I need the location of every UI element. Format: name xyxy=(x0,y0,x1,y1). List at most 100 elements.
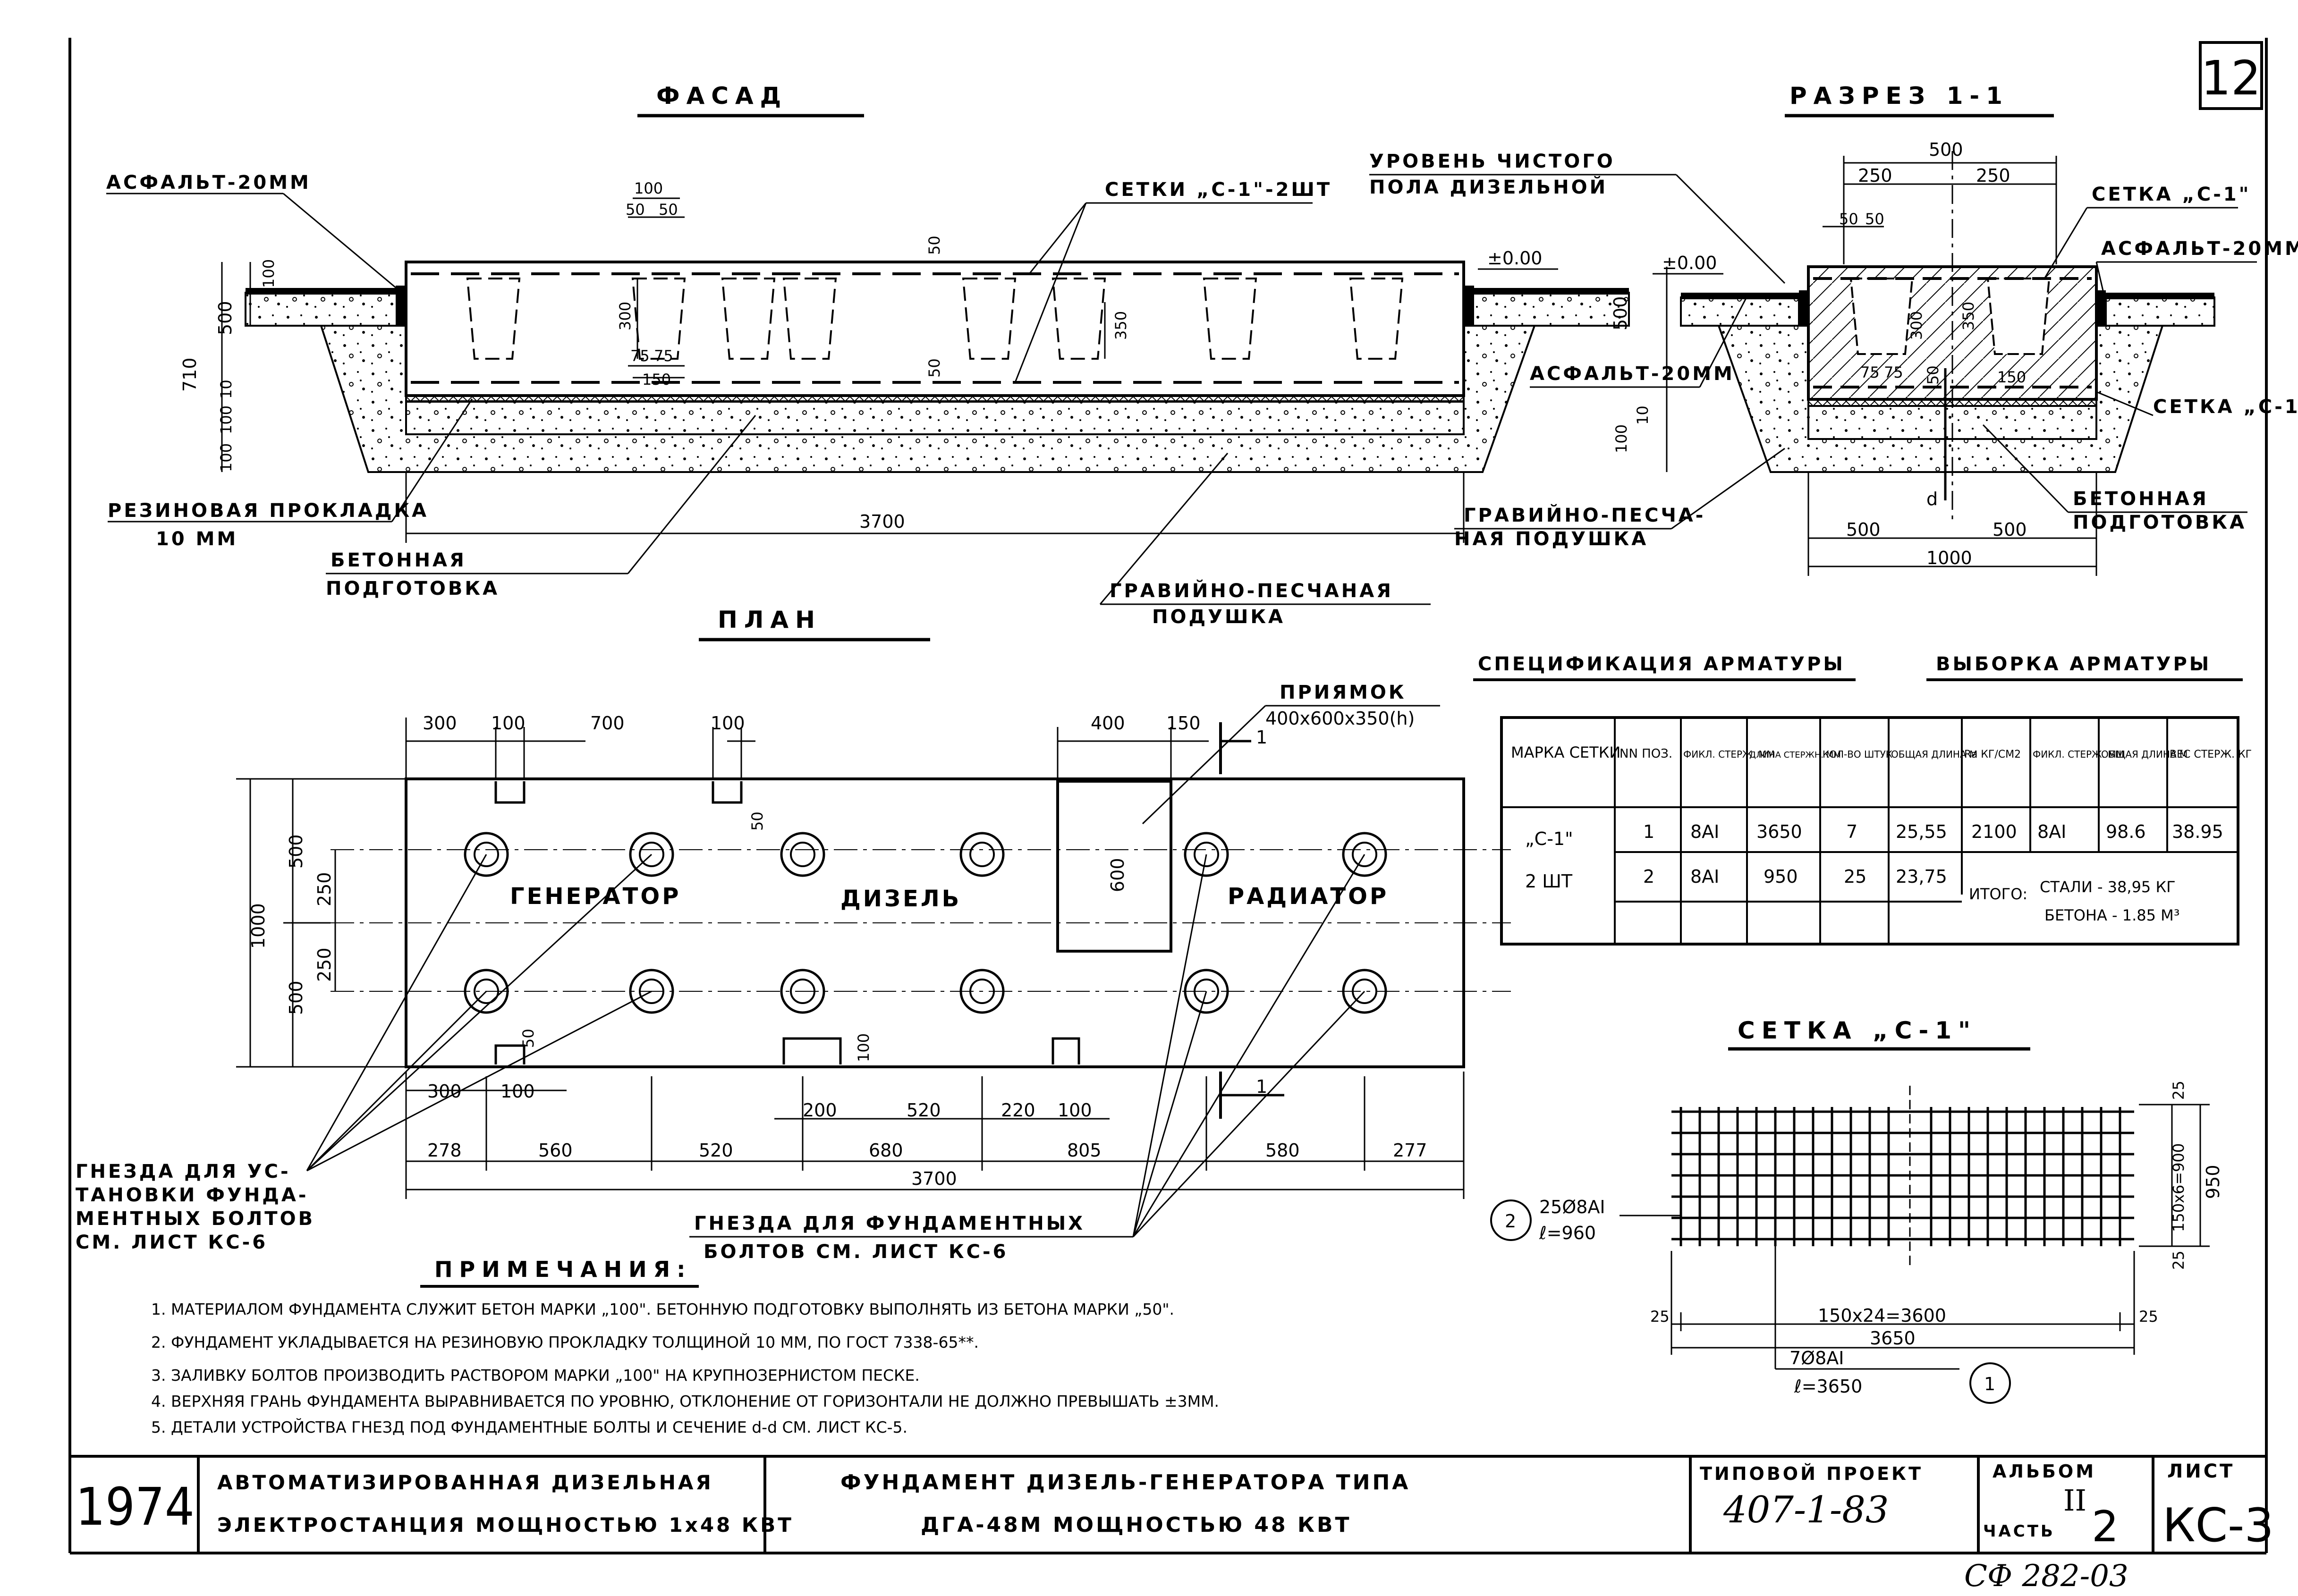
facade-dim-150: 150 xyxy=(642,371,671,388)
mesh-pos1-marker xyxy=(1969,1362,2011,1404)
sample-head-weight: ВЕС СТЕРЖ. КГ xyxy=(2170,749,2252,760)
plan-row2-520: 520 xyxy=(699,1140,733,1161)
section-dim-350: 350 xyxy=(1959,302,1977,330)
facade-concrete-label-2: ПОДГОТОВКА xyxy=(326,578,500,600)
sample-len: 98.6 xyxy=(2106,821,2146,842)
facade-socket xyxy=(1203,278,1257,360)
sample-title: ВЫБОРКА АРМАТУРЫ xyxy=(1936,653,2211,675)
title-block-dividers xyxy=(197,1456,2154,1553)
facade-title: ФАСАД xyxy=(656,82,788,110)
facade-joint-right xyxy=(1464,286,1474,326)
plan-bot-dim-50: 50 xyxy=(519,1029,537,1048)
notes-block: ПРИМЕЧАНИЯ: 1. МАТЕРИАЛОМ ФУНДАМЕНТА СЛУ… xyxy=(151,1257,1219,1436)
facade-concrete-leader-b xyxy=(627,415,756,574)
spec-r2-qty: 25 xyxy=(1844,866,1866,887)
spec-head-qty: КОЛ-ВО ШТУК xyxy=(1823,749,1892,760)
note-4: 4. ВЕРХНЯЯ ГРАНЬ ФУНДАМЕНТА ВЫРАВНИВАЕТС… xyxy=(151,1392,1219,1410)
facade-foundation-block xyxy=(405,261,1465,397)
spec-qty-value: 2 ШТ xyxy=(1525,871,1573,892)
plan-bot-dim-300: 300 xyxy=(427,1081,462,1102)
section-joint-left xyxy=(1799,290,1808,326)
plan-row2-277: 277 xyxy=(1393,1140,1427,1161)
section-dimension-lines xyxy=(1666,156,2097,576)
section-mesh-leader-b xyxy=(2044,207,2088,279)
plan-pit-label-2: 400x600x350(h) xyxy=(1265,708,1415,729)
plan-dimension-lines xyxy=(236,718,1465,1199)
plan-row2-278: 278 xyxy=(427,1140,462,1161)
spec-r2-total: 23,75 xyxy=(1896,866,1947,887)
spec-head-pos: NN ПОЗ. xyxy=(1620,747,1672,761)
mesh-pos2-length: ℓ=960 xyxy=(1539,1223,1596,1243)
spec-ra-value: 2100 xyxy=(1971,821,2017,842)
facade-floor-right xyxy=(1472,292,1630,327)
facade-floor-left xyxy=(245,292,398,327)
plan-notch xyxy=(494,781,526,804)
section-title: РАЗРЕЗ 1-1 xyxy=(1789,82,2009,110)
section-dim-h100: 100 xyxy=(1612,424,1630,453)
plan-generator-label: ГЕНЕРАТОР xyxy=(510,883,681,910)
section-view: РАЗРЕЗ 1-1 d 500 250 xyxy=(1454,82,2298,576)
mesh-dim-25b: 25 xyxy=(2139,1308,2158,1326)
facade-dim-50b: 50 xyxy=(659,201,678,219)
facade-socket xyxy=(1051,278,1106,360)
mesh-dim-950: 950 xyxy=(2203,1165,2223,1199)
plan-notch xyxy=(712,781,743,804)
plan-row2-580: 580 xyxy=(1265,1140,1300,1161)
mesh-dim-25a: 25 xyxy=(1650,1308,1670,1326)
plan-top-dim-700: 700 xyxy=(590,713,625,734)
spec-table: СПЕЦИФИКАЦИЯ АРМАТУРЫ ВЫБОРКА АРМАТУРЫ М… xyxy=(1473,653,2252,946)
section-dim-75a: 75 xyxy=(1860,363,1880,381)
section-dim-250a: 250 xyxy=(1858,165,1892,186)
spec-r1-qty: 7 xyxy=(1846,821,1857,842)
mesh-title: СЕТКА „С-1" xyxy=(1738,1017,1977,1044)
facade-dim-100-b: 100 xyxy=(217,405,235,434)
plan-row2-805: 805 xyxy=(1067,1140,1102,1161)
note-3: 3. ЗАЛИВКУ БОЛТОВ ПРОИЗВОДИТЬ РАСТВОРОМ … xyxy=(151,1366,920,1385)
mesh-dim-3650: 3650 xyxy=(1870,1328,1916,1349)
facade-socket xyxy=(1349,278,1404,360)
plan-notch xyxy=(1051,1037,1080,1064)
spec-total-label: ИТОГО: xyxy=(1969,885,2027,903)
facade-socket xyxy=(721,278,776,360)
title-part-label: ЧАСТЬ xyxy=(1983,1522,2055,1541)
sample-dia: 8AI xyxy=(2037,821,2066,842)
facade-dim-75a: 75 xyxy=(630,347,650,365)
facade-socket xyxy=(962,278,1017,360)
mesh-pos2-number: 2 xyxy=(1505,1211,1516,1232)
plan-sockets-left-leaders xyxy=(306,853,653,1172)
section-dim-500: 500 xyxy=(1929,139,1963,160)
plan-sockets-left-4: СМ. ЛИСТ КС-6 xyxy=(76,1232,268,1253)
title-year: 1974 xyxy=(76,1477,195,1537)
section-asphalt-right-label: АСФАЛЬТ-20ММ xyxy=(2101,238,2298,260)
title-block: 1974 АВТОМАТИЗИРОВАННАЯ ДИЗЕЛЬНАЯ ЭЛЕКТР… xyxy=(68,1455,2274,1594)
spec-r1-dia: 8AI xyxy=(1690,821,1719,842)
spec-table-grid xyxy=(1501,718,2238,944)
note-1: 1. МАТЕРИАЛОМ ФУНДАМЕНТА СЛУЖИТ БЕТОН МА… xyxy=(151,1300,1174,1318)
facade-gravel-label-2: ПОДУШКА xyxy=(1152,606,1285,628)
spec-r2-pos: 2 xyxy=(1643,866,1654,887)
plan-total-3700: 3700 xyxy=(911,1168,957,1189)
facade-dim-350: 350 xyxy=(1112,311,1130,340)
facade-dim-50a: 50 xyxy=(626,201,645,219)
mesh-pos2-marker xyxy=(1490,1199,1532,1241)
facade-dim-50-top: 50 xyxy=(925,236,943,255)
section-asphalt-left-leader-b xyxy=(1699,296,1748,388)
plan-top-dim-50: 50 xyxy=(748,811,766,831)
plan-top-dim-150: 150 xyxy=(1166,713,1201,734)
facade-dim-75b: 75 xyxy=(654,347,673,365)
section-asphalt-right-leader-b xyxy=(2095,262,2104,293)
facade-dim-100-top: 100 xyxy=(260,259,278,288)
plan-pit-600: 600 xyxy=(1107,858,1128,892)
section-asphalt-left-label: АСФАЛЬТ-20ММ xyxy=(1530,363,1735,385)
mesh-dim-step: 150x24=3600 xyxy=(1818,1305,1946,1326)
spec-head-total: ОБЩАЯ ДЛИНА М xyxy=(1891,749,1977,760)
facade-joint-left xyxy=(396,286,406,326)
plan-dim-1000: 1000 xyxy=(248,903,269,949)
plan-notch xyxy=(782,1037,842,1064)
title-name-1: ФУНДАМЕНТ ДИЗЕЛЬ-ГЕНЕРАТОРА ТИПА xyxy=(840,1470,1410,1495)
facade-gravel-leader-b xyxy=(1099,453,1229,605)
plan-diesel-label: ДИЗЕЛЬ xyxy=(840,886,961,912)
title-sheet-code: КС-3 xyxy=(2162,1499,2274,1553)
title-sheet-label: ЛИСТ xyxy=(2167,1461,2235,1482)
